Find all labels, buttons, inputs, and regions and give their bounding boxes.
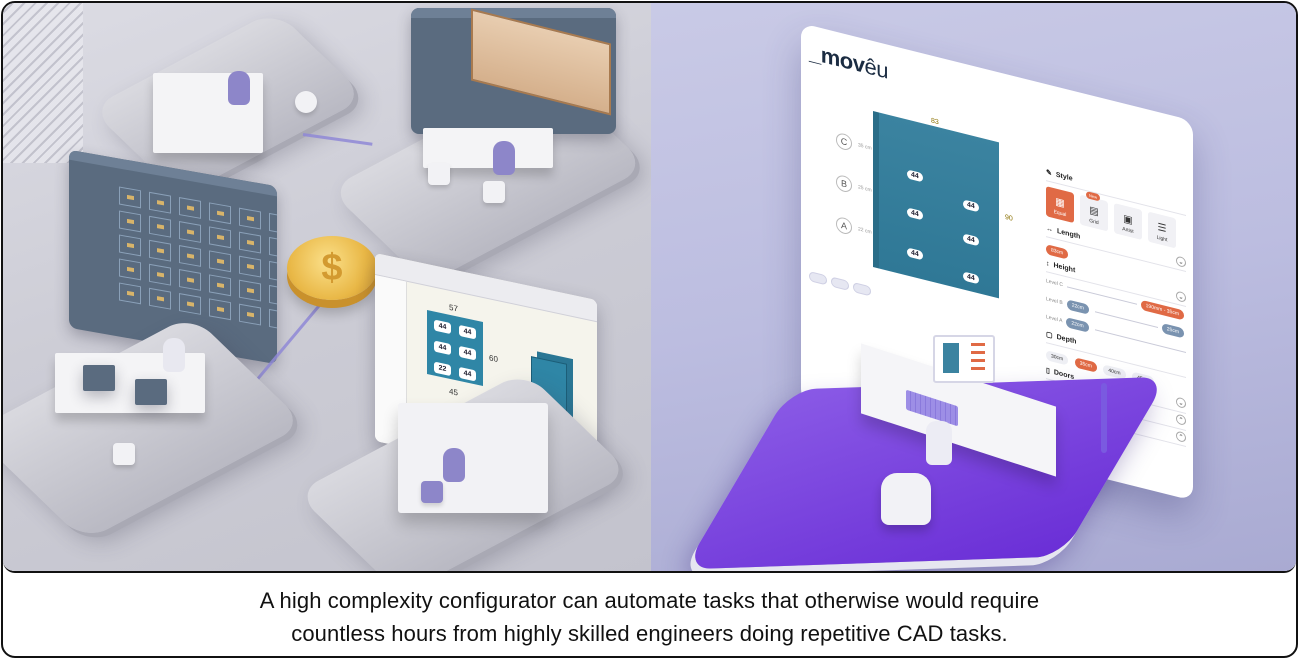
window-blinds [3, 3, 83, 163]
grid-icon: ▤ [1089, 204, 1099, 219]
moveu-logo: _movêu [809, 38, 888, 84]
cabinet-height-dimension: 90 [1005, 213, 1013, 223]
traditional-workflow-panel: $ 57 44 44 44 44 22 44 60 45 83 [3, 3, 651, 571]
figure-caption: A high complexity configurator can autom… [3, 575, 1296, 656]
level-row-b[interactable]: B 25 cm [836, 173, 872, 199]
door-icon: ▯ [1046, 367, 1050, 376]
office-chair [421, 481, 443, 503]
desk [423, 128, 553, 168]
chevron-down-icon[interactable]: ⌄ [1176, 290, 1186, 303]
engineer-figure [493, 141, 515, 175]
style-option-light[interactable]: ☰ Light [1148, 211, 1176, 249]
cabinet-3d-preview[interactable]: 44 44 44 44 44 44 [873, 110, 999, 299]
width-dimension: 57 [449, 302, 458, 314]
engineer-figure [163, 338, 185, 372]
cube-icon: ▢ [1046, 331, 1053, 340]
ruler-icon: ↔ [1046, 225, 1053, 234]
view-button[interactable] [853, 281, 871, 297]
engineer-figure [443, 448, 465, 482]
view-button[interactable] [831, 276, 849, 291]
level-row-a[interactable]: A 22 cm [836, 215, 872, 241]
configurator-workflow-panel: _movêu C 35 cm B 25 cm A 22 cm [651, 3, 1296, 571]
style-option-equal[interactable]: ▦ Equal [1046, 186, 1074, 224]
chevron-up-icon[interactable]: ⌃ [1176, 413, 1186, 426]
pencil-icon: ✎ [1046, 169, 1052, 178]
caption-line-2: countless hours from highly skilled engi… [291, 620, 1008, 646]
cabinet-front-view: 44 44 44 44 22 44 [427, 310, 483, 386]
grid-equal-icon: ▦ [1055, 196, 1065, 210]
wood-cabinet-model [471, 8, 611, 116]
cad-grid-drawing [119, 186, 277, 331]
illustration: $ 57 44 44 44 44 22 44 60 45 83 [3, 3, 1296, 573]
artist-layout-icon: ▣ [1123, 213, 1133, 227]
chevron-up-icon[interactable]: ⌃ [1176, 430, 1186, 443]
style-option-grid[interactable]: New ▤ Grid [1080, 191, 1108, 232]
bottom-dimension: 45 [449, 386, 458, 398]
user-figure [926, 421, 952, 465]
chair [428, 163, 450, 185]
view-controls [809, 270, 871, 297]
desktop-monitor [135, 379, 167, 405]
cad-screen-shelving [411, 8, 616, 134]
chevron-down-icon[interactable]: ⌄ [1176, 396, 1186, 409]
caption-line-1: A high complexity configurator can autom… [259, 587, 1040, 613]
armchair [881, 473, 931, 525]
chair [113, 443, 135, 465]
screen-toolbar [411, 8, 616, 18]
chevron-down-icon[interactable]: ⌄ [1176, 255, 1186, 268]
height-dimension: 60 [489, 353, 498, 365]
desktop-monitor [83, 365, 115, 391]
dollar-coin-icon: $ [287, 236, 377, 300]
style-option-artist[interactable]: ▣ Artist [1114, 203, 1142, 241]
engineer-figure [228, 71, 250, 105]
stool [295, 91, 317, 113]
height-icon: ↕ [1046, 260, 1050, 268]
level-row-c[interactable]: C 35 cm [836, 131, 872, 157]
connector-line [302, 133, 373, 146]
desktop-monitor [933, 335, 995, 383]
light-layout-icon: ☰ [1157, 221, 1167, 236]
chair [483, 181, 505, 203]
level-labels: C 35 cm B 25 cm A 22 cm [836, 131, 872, 267]
cad-ribbon-toolbar [375, 253, 597, 323]
cable [1101, 383, 1107, 453]
view-button[interactable] [809, 270, 827, 286]
